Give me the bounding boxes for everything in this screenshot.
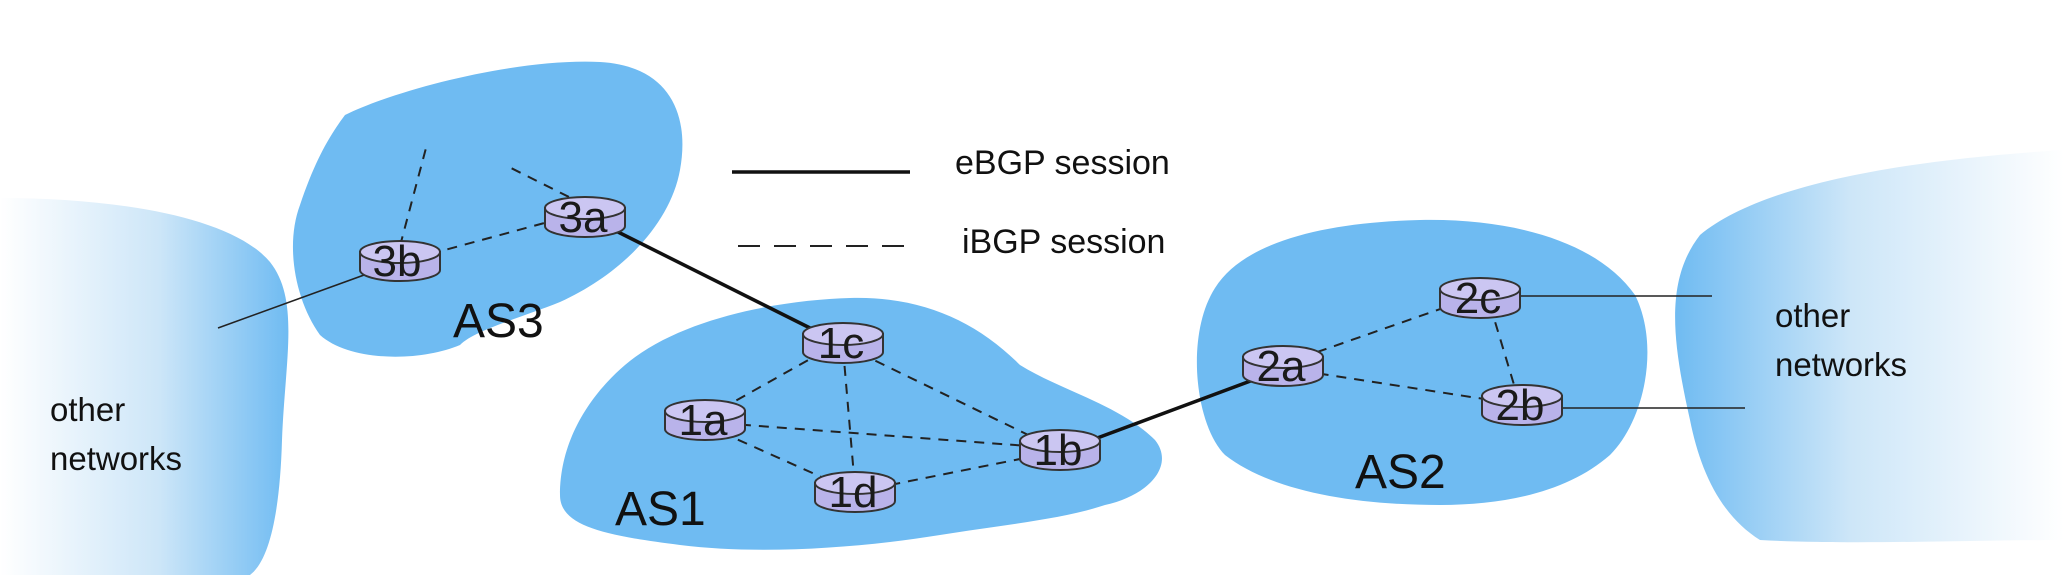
router-1a-label: 1a [679, 396, 728, 445]
router-3a: 3a [544, 193, 626, 242]
as3-label: AS3 [453, 295, 544, 348]
ibgp-1a-to-1b [704, 421, 1056, 449]
router-2b: 2b [1481, 381, 1563, 430]
as1-label: AS1 [615, 483, 706, 536]
ebgp-1b-to-2a [1064, 368, 1281, 452]
router-1b: 1b [1019, 426, 1101, 475]
legend-ebgp-label: eBGP session [955, 144, 1170, 182]
other-networks-left-label-line2: networks [50, 440, 182, 477]
legend-ibgp-label: iBGP session [962, 223, 1165, 261]
ibgp-2c-to-2b [1489, 304, 1519, 399]
router-3a-label: 3a [559, 193, 608, 242]
ibgp-1c-to-1d [842, 347, 856, 489]
as3-cloud [292, 61, 683, 357]
other-networks-left-cloud [0, 198, 289, 575]
other-networks-right-cloud [1675, 150, 2064, 543]
ibgp-3a-stub [504, 164, 586, 206]
router-2c: 2c [1439, 274, 1521, 323]
other-networks-right-label-line2: networks [1775, 346, 1907, 383]
router-1b-label: 1b [1034, 426, 1083, 475]
other-networks-left-label-line1: other [50, 391, 125, 428]
router-3b-label: 3b [373, 237, 422, 286]
as2-label: AS2 [1355, 446, 1446, 499]
router-1c-label: 1c [818, 319, 864, 368]
router-1d-label: 1d [829, 468, 878, 517]
router-3b: 3b [359, 237, 441, 286]
router-1c: 1c [802, 319, 884, 368]
router-1d: 1d [814, 468, 896, 517]
router-2c-label: 2c [1455, 274, 1501, 323]
other-networks-right-label-line1: other [1775, 297, 1850, 334]
ibgp-1c-to-1b [842, 344, 1056, 449]
as1-cloud [560, 297, 1162, 550]
ibgp-2a-to-2c [1282, 299, 1467, 365]
as2-cloud [1196, 219, 1648, 505]
router-2a-label: 2a [1257, 342, 1306, 391]
router-2a: 2a [1242, 342, 1324, 391]
router-1a: 1a [664, 396, 746, 445]
ebgp-3a-to-1c [589, 216, 839, 344]
router-2b-label: 2b [1496, 381, 1545, 430]
